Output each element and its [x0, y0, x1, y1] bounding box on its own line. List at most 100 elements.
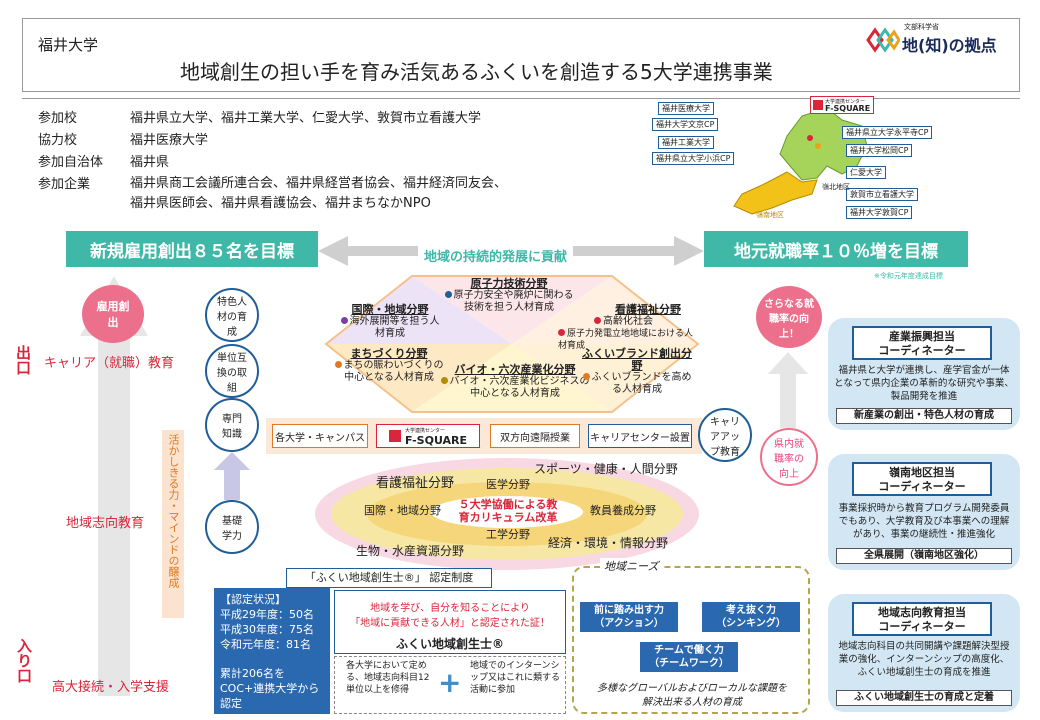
- hex-nursing: 看護福祉分野 高齢化社会 原子力発電立地地域における人材育成: [558, 304, 698, 352]
- hex-nursing-title: 看護福祉分野: [615, 303, 681, 316]
- thinking-box: 考え抜く力 （シンキング）: [702, 602, 800, 632]
- needs-title: 地域ニーズ: [600, 558, 663, 574]
- cert-cond-box: [334, 656, 566, 714]
- action-label: 前に踏み出す力: [594, 605, 664, 616]
- cert-status-label: 【認定状況】: [220, 593, 286, 606]
- cert-desc-box: 地域を学び、自分を知ることにより 「地域に貢献できる人材」と認定された証！ ふく…: [334, 590, 566, 654]
- fsquare-box: 大学連携センター F-SQUARE: [376, 424, 480, 448]
- hex-nursing-text2: 原子力発電立地地域における人材育成: [558, 329, 694, 351]
- thinking-sub: （シンキング）: [716, 618, 786, 629]
- needs-footer-2: 解決出来る人材の育成: [642, 697, 742, 708]
- coordinator-reinan: 嶺南地区担当コーディネーター 事業採択時から教育プログラム開発委員でもあり、大学…: [828, 454, 1020, 570]
- region-south: 嶺南地区: [756, 211, 784, 219]
- university-name: 福井大学: [38, 36, 99, 54]
- coordinator-industry: 産業振興担当コーディネーター 福井県と大学が連携し、産学官金が一体となって県内企…: [828, 318, 1020, 430]
- team-sub: （チームワーク）: [649, 658, 729, 669]
- coord-footer: 新産業の創出・特色人材の育成: [836, 408, 1012, 424]
- career-label: キャリア（就職）教育: [44, 356, 175, 371]
- mindset-text: 活かしきる力・マインドの醸成: [167, 434, 180, 588]
- mindset-band: 活かしきる力・マインドの醸成: [162, 430, 184, 618]
- participant-value: 福井県: [130, 155, 170, 170]
- ellipse-inner-label: 工学分野: [486, 528, 530, 541]
- hex-bio-title: バイオ・六次産業化分野: [454, 363, 576, 376]
- cert-desc2: 「地域に貢献できる人材」と認定された証！: [350, 618, 550, 629]
- participant-value: 福井医療大学: [130, 133, 209, 148]
- hex-nuclear-title: 原子力技術分野: [470, 277, 548, 290]
- coord-title: 嶺南地区担当コーディネーター: [852, 462, 992, 496]
- hex-nursing-text1: 高齢化社会: [603, 316, 653, 327]
- map-label: 福井大学敦賀CP: [846, 206, 913, 219]
- entry-label: 入り口: [14, 638, 34, 687]
- map-label: 福井県立大学小浜CP: [652, 152, 735, 165]
- rate-up-circle: 県内就職率の向上: [760, 428, 818, 486]
- cert-status-row: 令和元年度：81名: [220, 638, 311, 651]
- logo-small-text: 文部科学省: [904, 23, 939, 31]
- cert-total2: COC+連携大学から: [220, 682, 320, 695]
- exit-label: 出口: [14, 345, 34, 379]
- goal-right: 地元就職率１０％増を目標: [704, 231, 968, 267]
- coord-text: 地域志向科目の共同開講や課題解決型授業の強化、インターンシップの高度化、ふくい地…: [838, 641, 1010, 678]
- ellipse-inner-label: 国際・地域分野: [364, 504, 441, 517]
- curriculum-center: ５大学協働による教育カリキュラム改革: [458, 498, 558, 524]
- cert-total: 累計206名を: [220, 667, 285, 680]
- participant-values: 福井県立大学、福井工業大学、仁愛大学、敦賀市立看護大学 福井医療大学 福井県 福…: [130, 108, 507, 214]
- hex-intl-text: 海外展開等を担う人材育成: [349, 316, 440, 339]
- dot-icon: [340, 317, 348, 324]
- participant-label: 参加自治体: [38, 155, 104, 170]
- page-title: 地域創生の担い手を育み活気あるふくいを創造する5大学連携事業: [180, 60, 773, 84]
- curriculum-ellipse: [315, 458, 699, 570]
- employment-circle: 雇用創出: [82, 285, 144, 343]
- ellipse-outer-label: 経済・環境・情報分野: [548, 536, 669, 550]
- hex-intl-title: 国際・地域分野: [351, 303, 429, 316]
- ellipse-outer-label: 看護福祉分野: [376, 476, 455, 491]
- hex-brand-text: ふくいブランドを高める人材育成: [591, 372, 692, 395]
- fsquare-label: F-SQUARE: [404, 434, 468, 447]
- hex-intl: 国際・地域分野 海外展開等を担う人材育成: [340, 304, 440, 340]
- goal-note: ※令和元年度達成目標: [874, 272, 943, 280]
- cert-desc1: 地域を学び、自分を知ることにより: [370, 603, 530, 614]
- coordinator-regional: 地域志向教育担当コーディネーター 地域志向科目の共同開講や課題解決型授業の強化、…: [828, 594, 1020, 712]
- dot-icon: [558, 329, 565, 336]
- dot-icon: [440, 377, 448, 384]
- needs-footer: 多様なグローバルおよびローカルな課題を 解決出来る人材の育成: [576, 682, 808, 710]
- fsquare-icon: [388, 430, 401, 442]
- cert-status-row: 平成29年度：50名: [220, 608, 314, 621]
- participants-box: [22, 98, 1020, 228]
- hex-nuclear: 原子力技術分野 原子力安全や廃炉に関わる技術を担う人材育成: [442, 278, 576, 314]
- logo-main-text: 地(知)の拠点: [902, 36, 997, 55]
- hex-town-text: まちの賑わいづくりの中心となる人材育成: [343, 360, 444, 383]
- participant-value: 福井県立大学、福井工業大学、仁愛大学、敦賀市立看護大学: [130, 111, 482, 126]
- ellipse-outer-label: スポーツ・健康・人間分野: [534, 462, 678, 476]
- hexagon-diagram: [324, 275, 700, 413]
- participant-labels: 参加校 協力校 参加自治体 参加企業: [38, 108, 103, 196]
- fsquare-small: 大学連携センター: [404, 428, 445, 434]
- map-fsquare-label: F-SQUARE: [825, 104, 871, 113]
- talent-circle: 特色人材の育成: [205, 288, 259, 342]
- career-up-circle: キャリアアップ教育: [698, 408, 752, 462]
- cert-cond2: 地域でのインターンシップ又はこれに類する活動に参加: [470, 661, 561, 695]
- team-label: チームで働く力: [654, 645, 724, 656]
- dot-icon: [334, 361, 342, 368]
- cert-total3: 認定: [220, 697, 242, 710]
- ellipse-inner-label: 医学分野: [486, 478, 530, 491]
- hex-town-title: まちづくり分野: [350, 347, 428, 360]
- map-label: 福井県立大学永平寺CP: [842, 126, 933, 139]
- participant-label: 参加校: [38, 111, 78, 126]
- dot-icon: [444, 291, 452, 298]
- ellipse-inner-label: 教員養成分野: [590, 504, 656, 517]
- interactive-box: 双方向遠隔授業: [490, 424, 580, 448]
- region-north: 嶺北地区: [822, 183, 850, 191]
- cert-status-box: 【認定状況】 平成29年度：50名 平成30年度：75名 令和元年度：81名 累…: [214, 588, 330, 714]
- credit-circle: 単位互換の取組: [205, 344, 259, 398]
- hex-brand: ふくいブランド創出分野 ふくいブランドを高める人材育成: [582, 348, 692, 396]
- map-fsquare-icon: [813, 100, 823, 110]
- team-box: チームで働く力 （チームワーク）: [640, 642, 738, 672]
- coord-text: 福井県と大学が連携し、産学官金が一体となって県内企業の革新的な研究や事業、製品開…: [834, 365, 1014, 402]
- dot-icon: [594, 317, 601, 324]
- coord-text: 事業採択時から教育プログラム開発委員でもあり、大学教育及び本事業への理解があり、…: [838, 503, 1010, 540]
- map-label: 福井工業大学: [658, 136, 714, 149]
- header-box: [22, 18, 1020, 92]
- campus-box: 各大学・キャンパス: [272, 424, 368, 448]
- expertise-circle: 専門知識: [205, 398, 259, 452]
- map-label: 敦賀市立看護大学: [846, 188, 918, 201]
